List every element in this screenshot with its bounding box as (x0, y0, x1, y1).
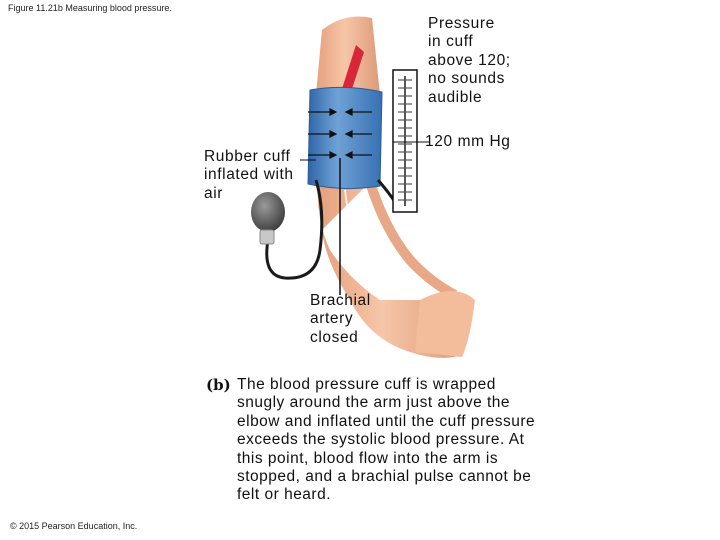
artery-label: Brachial artery closed (310, 292, 371, 346)
upper-arm (316, 16, 380, 95)
cuff-label: Rubber cuff inflated with air (204, 148, 294, 202)
figure-title: Figure 11.21b Measuring blood pressure. (8, 3, 172, 13)
forearm-outer-edge (365, 180, 458, 300)
hand (415, 291, 475, 357)
caption-letter: (b) (206, 376, 231, 394)
copyright: © 2015 Pearson Education, Inc. (10, 521, 138, 531)
forearm-vein-2 (364, 259, 401, 301)
caption-text: The blood pressure cuff is wrapped snugl… (237, 376, 536, 504)
forearm-vein (344, 189, 421, 299)
bulb-tube (265, 179, 324, 280)
cuff (307, 86, 383, 190)
artery-above-cuff (340, 45, 364, 95)
bulb (251, 192, 285, 232)
bulb-valve (259, 229, 275, 245)
mmhg-label: 120 mm Hg (425, 133, 511, 150)
pressure-note-label: Pressure in cuff above 120; no sounds au… (428, 15, 511, 106)
pressure-arrows (308, 108, 372, 159)
